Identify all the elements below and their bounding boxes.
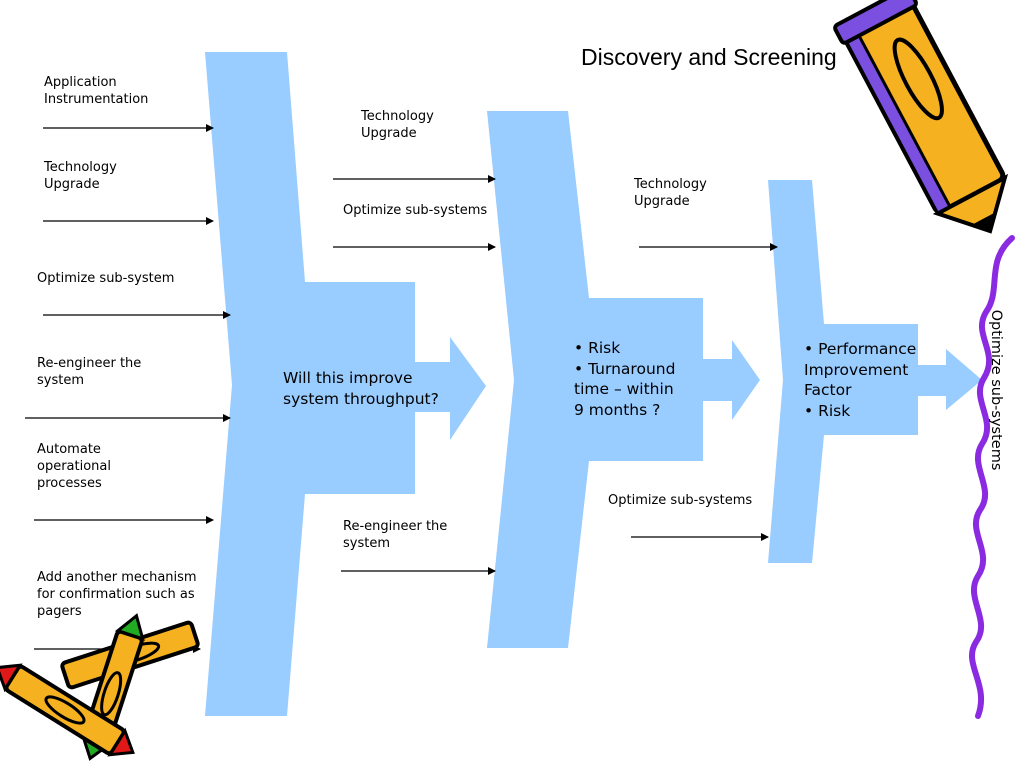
output-label: Optimize sub-systems <box>988 309 1004 471</box>
stage2-input-arrows <box>333 175 496 575</box>
stage1-input-label: Technology Upgrade <box>44 160 117 192</box>
stage1-input-label: Automate operational processes <box>37 442 111 491</box>
page-title: Discovery and Screening <box>581 44 837 70</box>
stage2-funnel <box>487 111 760 648</box>
stage1-input-label: Add another mechanism for confirmation s… <box>37 570 197 619</box>
stage3-funnel <box>768 180 982 563</box>
stage1-input-arrows <box>25 124 231 653</box>
stage3-input-label: Optimize sub-systems <box>608 493 753 508</box>
stage3-input-arrows <box>631 243 778 541</box>
stage2-input-label: Optimize sub-systems <box>343 203 488 218</box>
stage1-input-label: Re-engineer the system <box>37 356 142 388</box>
stage1-input-label: Optimize sub-system <box>37 271 175 286</box>
stage1-funnel <box>205 52 486 716</box>
stage3-input-label: Technology Upgrade <box>634 177 707 209</box>
stage3-criteria: • Performance Improvement Factor • Risk <box>804 340 917 420</box>
stage2-criteria: • Risk • Turnaround time – within 9 mont… <box>574 339 676 419</box>
stage2-input-label: Technology Upgrade <box>361 109 434 141</box>
stage1-question: Will this improve system throughput? <box>283 369 439 408</box>
stage2-input-label: Re-engineer the system <box>343 519 448 551</box>
squiggle-line <box>968 235 1015 719</box>
crayons-icon <box>0 613 200 761</box>
pencil-icon <box>833 0 1009 234</box>
stage1-input-label: Application Instrumentation <box>44 75 149 107</box>
